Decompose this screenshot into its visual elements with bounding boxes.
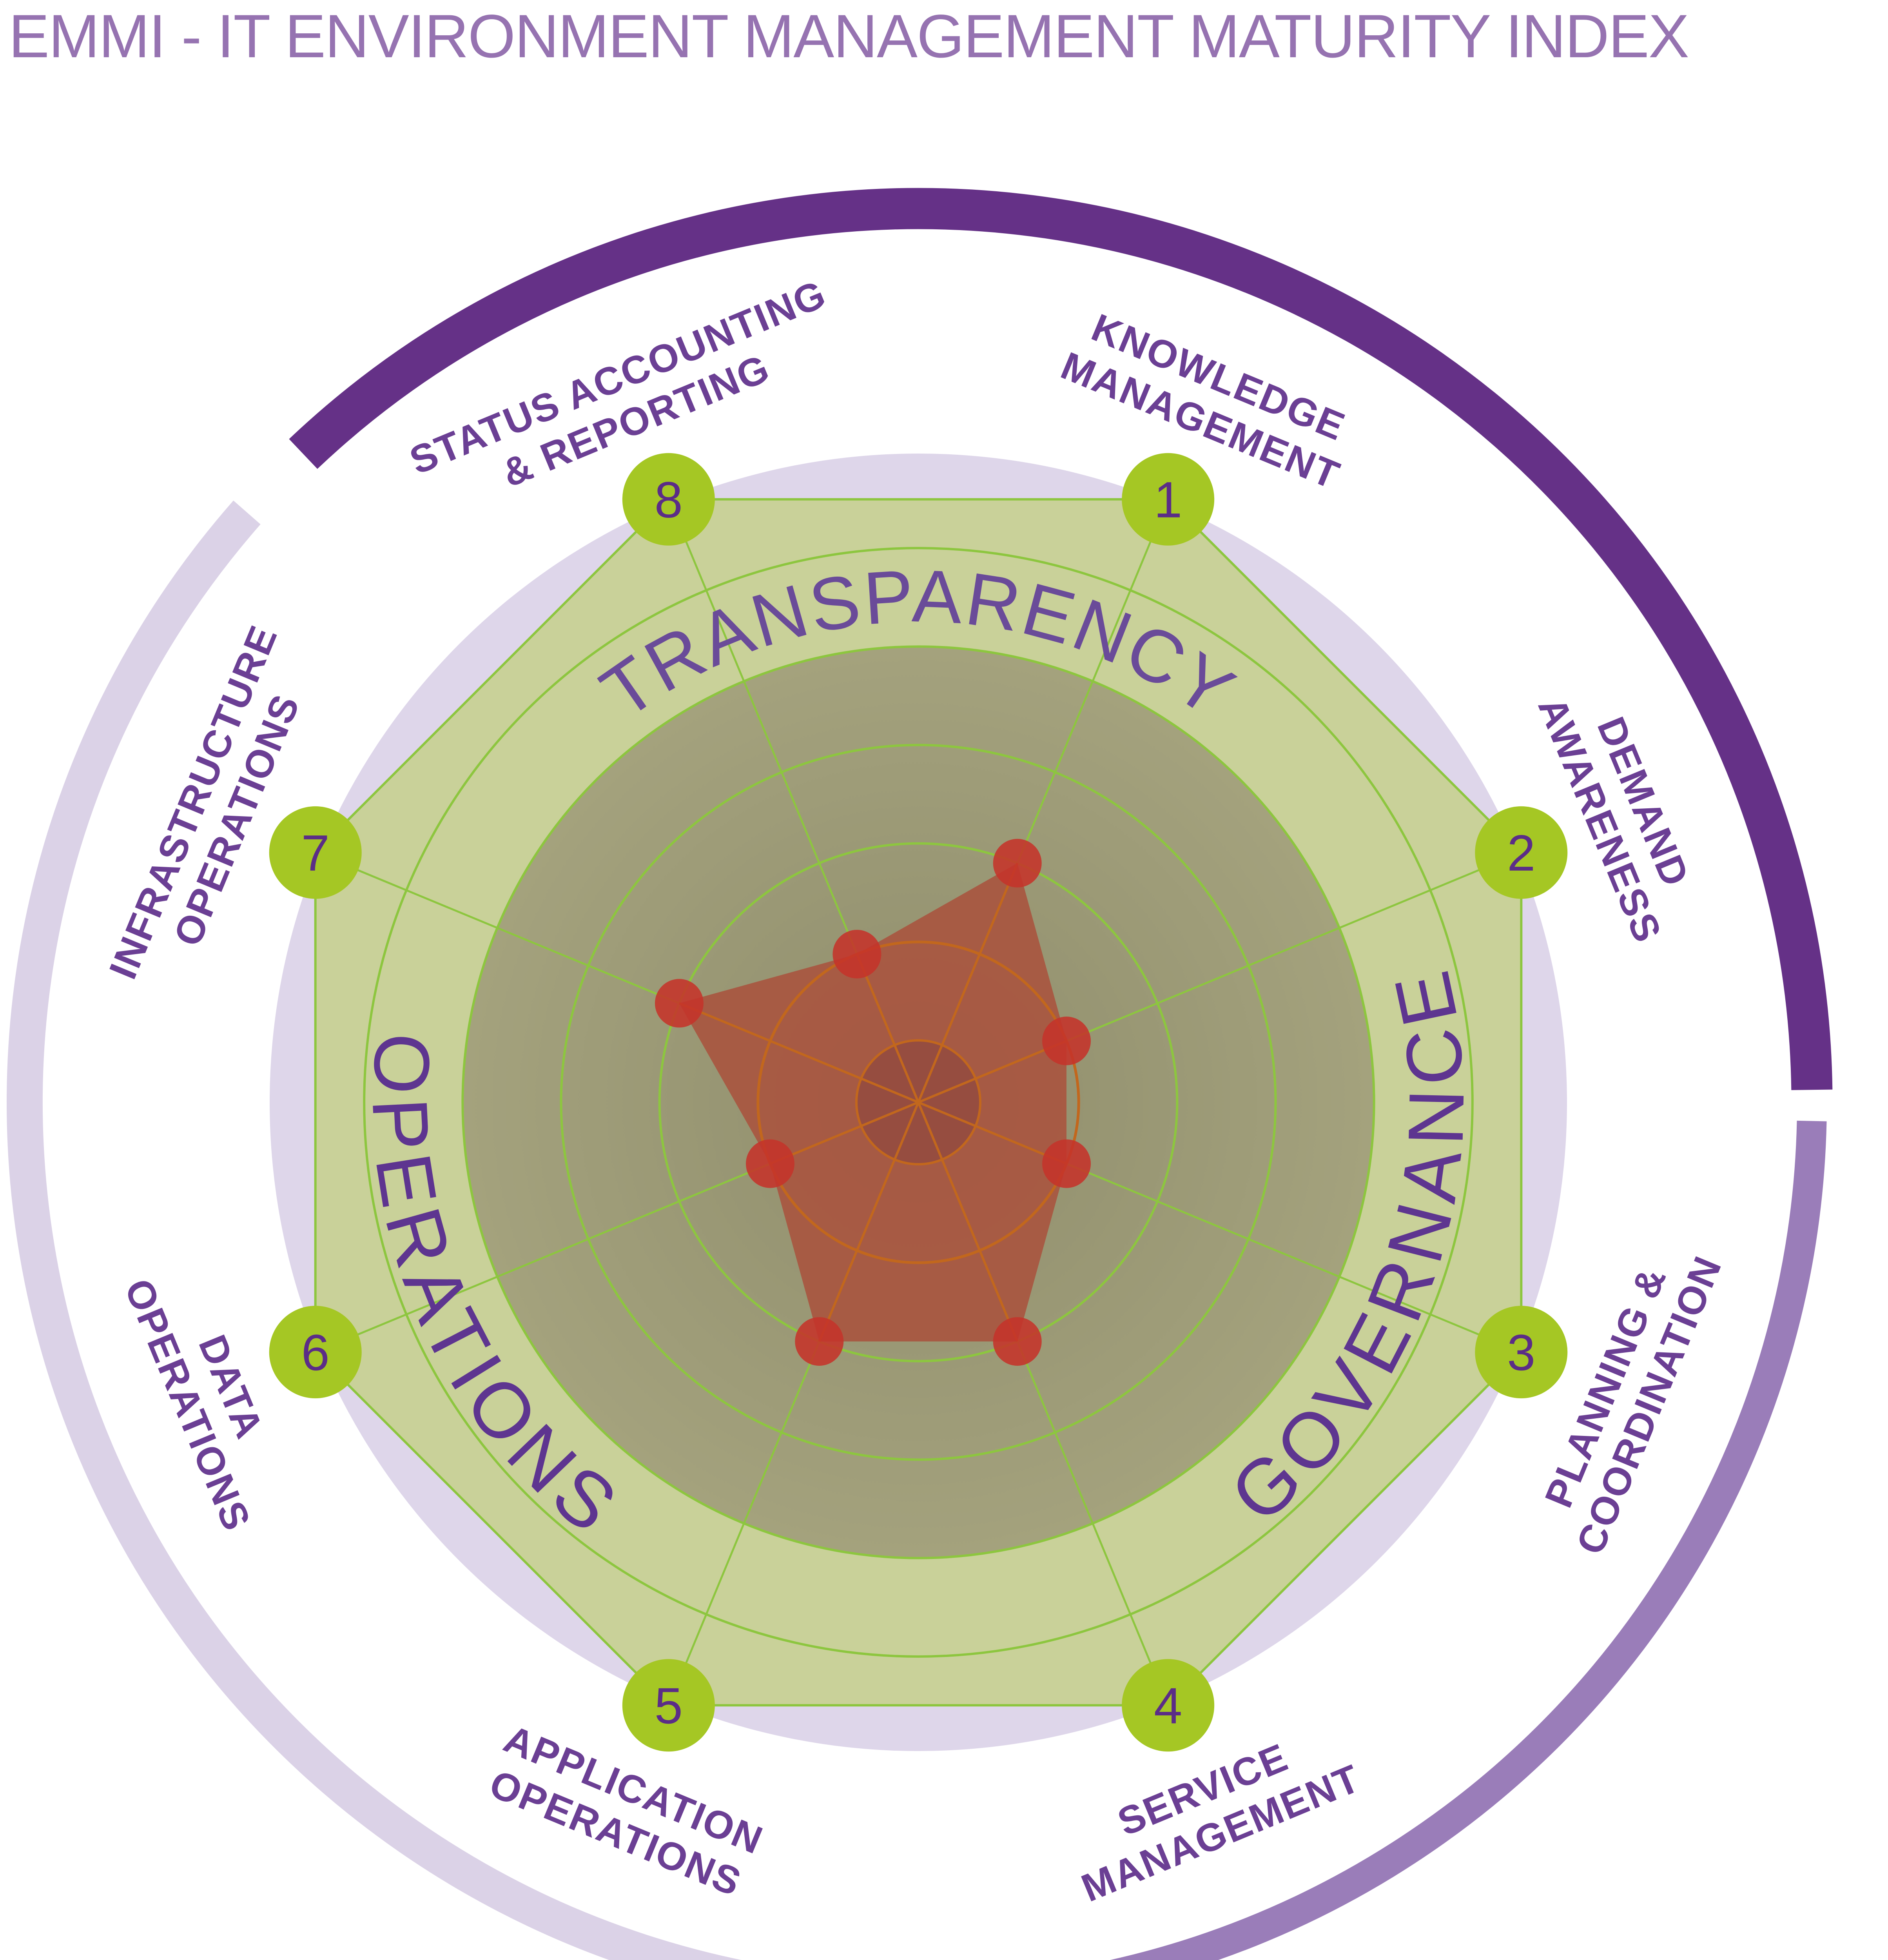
typical-dot-axis-3 <box>1042 1139 1091 1188</box>
axis-node-number-7: 7 <box>301 824 330 882</box>
typical-spoke-3 <box>918 1101 1067 1165</box>
axis-node-circle-1 <box>1122 453 1215 546</box>
typical-spoke-2 <box>918 1040 1067 1103</box>
typical-dot-axis-2 <box>1042 1016 1091 1065</box>
axis-node-circle-8 <box>622 453 715 546</box>
axis-node-circle-4 <box>1122 1659 1215 1752</box>
axis-label-2: DEMANDAWARENESS <box>1530 673 1714 949</box>
axis-node-circle-2 <box>1475 806 1568 899</box>
axis-node-number-8: 8 <box>655 471 683 528</box>
grid-ring-level-2 <box>658 842 1179 1363</box>
grid-ring-level-3 <box>560 744 1277 1461</box>
outer-arcs-group <box>7 188 1833 1960</box>
outer-arc-dark-purple <box>289 188 1833 1090</box>
axis-node-number-5: 5 <box>655 1677 683 1734</box>
axis-node-number-4: 4 <box>1154 1677 1182 1734</box>
typical-dot-axis-8 <box>832 929 881 978</box>
axis-number-nodes: 1 2 3 4 5 6 7 8 <box>269 453 1568 1752</box>
axis-label-4: SERVICEMANAGEMENT <box>1057 1713 1367 1910</box>
typical-spoke-7 <box>678 1002 919 1103</box>
outer-arc-medium-purple <box>1110 1120 1827 1960</box>
axis-node-circle-7 <box>269 806 362 899</box>
typical-capability-series <box>655 838 1091 1366</box>
grid-ring-level-4 <box>461 645 1375 1559</box>
axis-node-number-1: 1 <box>1154 471 1182 528</box>
typical-spoke-5 <box>818 1102 920 1342</box>
typical-spoke-6 <box>769 1101 919 1165</box>
orange-grid-ring <box>756 940 1080 1264</box>
axis-node-circle-3 <box>1475 1306 1568 1399</box>
axis-node-number-6: 6 <box>301 1324 330 1381</box>
typical-spoke-4 <box>917 1102 1019 1342</box>
axis-label-5: APPLICATIONOPERATIONS <box>480 1717 769 1906</box>
typical-dot-axis-1 <box>993 838 1042 887</box>
axis-label-1: KNOWLEDGEMANAGEMENT <box>1055 300 1364 498</box>
typical-spoke-1 <box>917 862 1019 1103</box>
page-title: EMMI - IT ENVIRONMENT MANAGEMENT MATURIT… <box>9 2 1688 71</box>
typical-dot-axis-5 <box>795 1317 844 1366</box>
typical-dot-axis-6 <box>745 1139 794 1188</box>
axis-node-number-2: 2 <box>1507 824 1535 882</box>
axis-node-circle-6 <box>269 1306 362 1399</box>
typical-spoke-8 <box>856 953 920 1103</box>
typical-dot-axis-4 <box>993 1317 1042 1366</box>
typical-dot-axis-7 <box>655 979 704 1028</box>
outer-arc-lavender <box>7 500 742 1960</box>
axis-node-circle-5 <box>622 1659 715 1752</box>
axis-node-number-3: 3 <box>1507 1324 1535 1381</box>
axis-label-6: DATAOPERATIONS <box>116 1255 303 1537</box>
grid-ring-level-5 <box>363 547 1474 1658</box>
